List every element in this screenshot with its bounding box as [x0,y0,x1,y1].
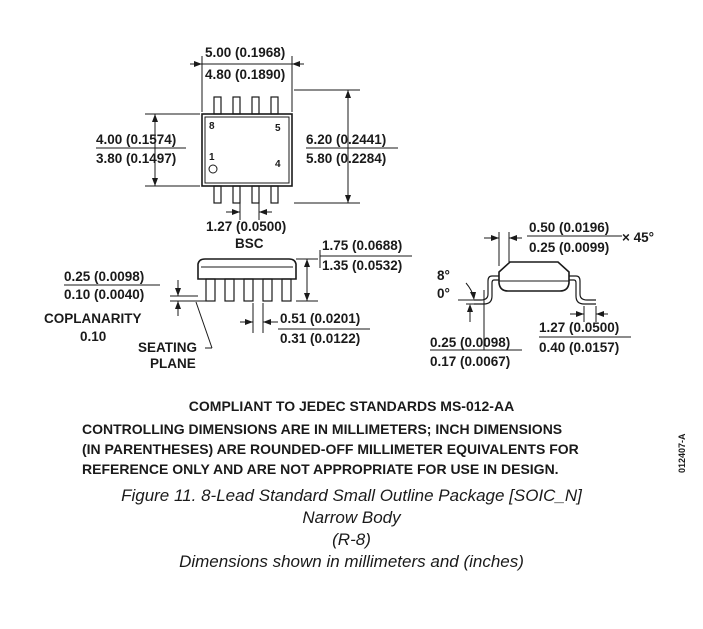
bottom-pin [232,185,241,204]
pin-1-label: 1 [209,152,215,163]
pin-4-label: 4 [275,159,281,170]
document-number: 012407-A [677,433,687,473]
top-view: 8 5 1 4 5.00 (0.1968) 4.80 (0.1890) 4.00… [96,45,398,251]
caption-line-3: (R-8) [332,530,371,549]
note-line-4: REFERENCE ONLY AND ARE NOT APPROPRIATE F… [82,461,559,477]
end-view: 0.50 (0.0196) 0.25 (0.0099) × 45° 8° 0° … [430,220,654,369]
standoff-min: 0.10 (0.0040) [64,287,144,302]
pitch-value: 1.27 (0.0500) [206,219,286,234]
body-length-max: 5.00 (0.1968) [205,45,285,60]
package-body-inner [204,116,290,184]
pin-5-label: 5 [275,123,281,134]
overall-width-max: 6.20 (0.2441) [306,132,386,147]
top-pin [251,96,260,115]
pin-1-indicator [208,164,218,174]
coplanarity-label: COPLANARITY [44,311,142,326]
height-max: 1.75 (0.0688) [322,238,402,253]
body-width-max: 4.00 (0.1574) [96,132,176,147]
lead-width-min: 0.31 (0.0122) [280,331,360,346]
figure-caption: Figure 11. 8-Lead Standard Small Outline… [0,485,703,573]
package-body [201,113,293,187]
seating-plane-line2: PLANE [150,356,196,371]
seating-plane-line1: SEATING [138,340,197,355]
note-line-3: (IN PARENTHESES) ARE ROUNDED-OFF MILLIME… [82,441,579,457]
lead-thickness-min: 0.17 (0.0067) [430,354,510,369]
note-line-2: CONTROLLING DIMENSIONS ARE IN MILLIMETER… [82,421,563,437]
foot-angle-max: 8° [437,268,450,283]
lead-thickness-max: 0.25 (0.0098) [430,335,510,350]
bottom-pin [270,185,279,204]
standoff-max: 0.25 (0.0098) [64,269,144,284]
caption-line-4: Dimensions shown in millimeters and (inc… [179,552,524,571]
chamfer-angle: × 45° [622,230,654,245]
bottom-pin [251,185,260,204]
chamfer-max: 0.50 (0.0196) [529,220,609,235]
side-lead [205,278,216,302]
side-lead [262,278,273,302]
foot-angle-min: 0° [437,286,450,301]
chamfer-min: 0.25 (0.0099) [529,240,609,255]
side-view: 1.75 (0.0688) 1.35 (0.0532) 0.25 (0.0098… [44,238,412,371]
top-pin [232,96,241,115]
top-pin [270,96,279,115]
pitch-note: BSC [235,236,264,251]
height-min: 1.35 (0.0532) [322,258,402,273]
end-lead-right [569,275,596,301]
lead-width-max: 0.51 (0.0201) [280,311,360,326]
notes-controlling: CONTROLLING DIMENSIONS ARE IN MILLIMETER… [82,419,642,479]
top-pin [213,96,222,115]
side-lead [224,278,235,302]
side-lead [281,278,292,302]
overall-width-min: 5.80 (0.2284) [306,151,386,166]
note-jedec: COMPLIANT TO JEDEC STANDARDS MS-012-AA [188,398,515,414]
body-length-min: 4.80 (0.1890) [205,67,285,82]
foot-length-max: 1.27 (0.0500) [539,320,619,335]
pin-8-label: 8 [209,121,215,132]
side-lead [243,278,254,302]
notes-block: COMPLIANT TO JEDEC STANDARDS MS-012-AA [0,396,703,416]
end-body [498,261,570,292]
side-body [197,258,297,280]
foot-length-min: 0.40 (0.0157) [539,340,619,355]
coplanarity-value: 0.10 [80,329,106,344]
package-outline-drawing: 8 5 1 4 5.00 (0.1968) 4.80 (0.1890) 4.00… [44,45,654,371]
bottom-pin [213,185,222,204]
caption-line-1: Figure 11. 8-Lead Standard Small Outline… [121,486,582,505]
body-width-min: 3.80 (0.1497) [96,151,176,166]
caption-line-2: Narrow Body [302,508,401,527]
